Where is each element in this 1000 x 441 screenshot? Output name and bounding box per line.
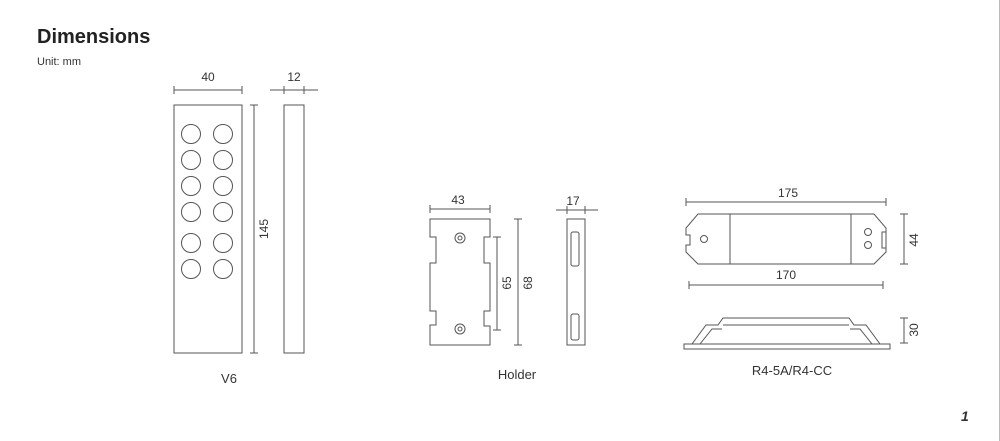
holder-side-view (566, 218, 586, 346)
r4-width-label: 44 (907, 233, 921, 247)
holder-height-label: 68 (521, 276, 535, 290)
holder-width-label: 43 (451, 193, 465, 207)
r4-width-dimension (900, 213, 908, 265)
holder-height-dimension (514, 218, 522, 346)
v6-height-dimension (250, 104, 258, 354)
holder-front-view (429, 218, 491, 346)
v6-button-grid (181, 124, 233, 279)
holder-inner-height-dimension (493, 236, 501, 331)
holder-inner-height-label: 65 (500, 276, 514, 290)
holder-thickness-label: 17 (566, 194, 580, 208)
v6-width-dimension (173, 86, 243, 94)
r4-height-label: 30 (907, 323, 921, 337)
v6-front-view (173, 104, 243, 354)
r4-overall-length-label: 175 (778, 186, 798, 200)
r4-body-length-dimension (688, 281, 884, 289)
v6-width-label: 40 (201, 70, 215, 84)
holder-width-dimension (429, 205, 491, 213)
page-number: 1 (961, 408, 969, 424)
r4-caption: R4-5A/R4-CC (752, 363, 832, 378)
v6-thickness-label: 12 (287, 70, 301, 84)
r4-top-view (685, 213, 887, 265)
r4-height-dimension (900, 317, 908, 344)
r4-overall-length-dimension (685, 198, 887, 206)
v6-thickness-dimension (270, 86, 318, 94)
r4-side-view (683, 317, 891, 350)
unit-note: Unit: mm (37, 56, 81, 68)
v6-height-label: 145 (257, 219, 271, 239)
v6-side-view (283, 104, 305, 354)
page-title: Dimensions (37, 26, 151, 48)
holder-caption: Holder (498, 367, 537, 382)
r4-body-length-label: 170 (776, 268, 796, 282)
holder-thickness-dimension (556, 206, 598, 214)
v6-caption: V6 (221, 371, 237, 386)
